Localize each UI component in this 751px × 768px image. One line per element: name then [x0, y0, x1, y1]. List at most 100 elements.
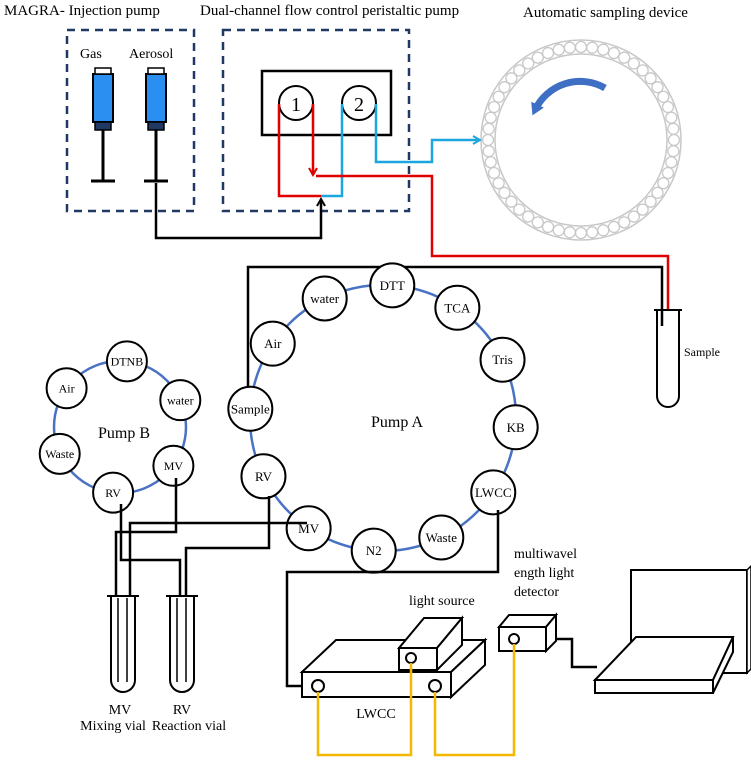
pump-a-port-kb: [492, 404, 539, 451]
sample-slot-icon: [541, 220, 555, 234]
pump-a-port-tca: [434, 284, 481, 331]
injection-pump-title: MAGRA- Injection pump: [4, 3, 160, 19]
detector-label-1: multiwavel: [514, 547, 577, 562]
pump-a-port-label-n2: N2: [366, 543, 382, 558]
pump-b-port-mv: [152, 444, 195, 487]
sample-slot-icon: [522, 210, 535, 223]
sample-slot-icon: [552, 43, 565, 56]
pump-b-port-waste: [38, 432, 81, 475]
sample-slot-icon: [644, 195, 657, 208]
pumpb-mv-tube: [114, 478, 178, 598]
gas-syringe: [91, 67, 115, 183]
channel-2: [341, 85, 377, 121]
sample-slot-icon: [487, 166, 501, 180]
pump-a-port-label-dtt: DTT: [380, 278, 405, 293]
light-source: [396, 615, 465, 673]
reaction-vial-long: Reaction vial: [152, 719, 226, 734]
reaction-vial-short: RV: [173, 703, 191, 718]
pump-a-port-label-kb: KB: [507, 420, 525, 435]
sample-slot-icon: [484, 156, 497, 169]
peristaltic-pump-title: Dual-channel flow control peristaltic pu…: [200, 3, 459, 19]
sample-slot-icon: [607, 220, 621, 234]
pump-a-port-label-mv: MV: [298, 521, 320, 536]
pump-b-port-rv: [92, 471, 135, 514]
pump-b-port-label-mv: MV: [164, 459, 184, 473]
pumpa-mv-tube: [128, 521, 307, 598]
sample-slot-icon: [657, 177, 670, 190]
pump-a-port-label-waste: Waste: [426, 530, 458, 545]
fiber-light-source: [316, 663, 413, 757]
red-tube-to-sample: [316, 174, 668, 326]
sample-slot-icon: [487, 100, 501, 114]
sample-slot-icon: [482, 145, 495, 158]
sample-slot-icon: [574, 40, 588, 54]
automatic-sampling-device: [480, 39, 682, 241]
sample-slot-icon: [661, 166, 675, 180]
pump-a-port-rv: [240, 453, 287, 500]
sample-slot-icon: [574, 226, 588, 240]
pump-a-port-label-lwcc: LWCC: [475, 485, 512, 500]
sample-slot-icon: [597, 43, 610, 56]
aerosol-tube: [154, 183, 321, 240]
pumpa-rv-tube: [184, 496, 271, 598]
pump-a-port-tris: [479, 336, 526, 383]
sample-slot-icon: [657, 90, 670, 103]
sample-slot-icon: [482, 122, 495, 135]
reaction-vial: [166, 595, 198, 693]
laptop-icon: [592, 564, 751, 694]
sample-slot-icon: [484, 111, 497, 124]
aerosol-syringe: [144, 67, 168, 183]
sample-slot-icon: [627, 210, 640, 223]
sample-slot-icon: [618, 216, 631, 229]
sample-slot-icon: [665, 111, 678, 124]
sample-slot-icon: [492, 177, 505, 190]
pump-a-port-mv: [285, 505, 332, 552]
mixing-vial: [107, 595, 139, 693]
sample-slot-icon: [661, 100, 675, 114]
pump-a-port-label-tca: TCA: [444, 300, 471, 315]
sample-slot-icon: [665, 156, 678, 169]
pump-b-port-air: [45, 367, 88, 410]
pump-a-label: Pump A: [371, 414, 423, 431]
sample-slot-icon: [492, 90, 505, 103]
pump-a-port-label-tris: Tris: [492, 352, 512, 367]
mixing-vial-short: MV: [109, 703, 132, 718]
detector-label-3: detector: [514, 585, 559, 600]
cyan-tube-to-sampler: [374, 104, 480, 164]
pump-a-port-sample: [227, 385, 274, 432]
channel-1: [278, 85, 314, 121]
gas-label: Gas: [80, 47, 102, 62]
sample-slot-icon: [481, 133, 495, 147]
fiber-detector: [433, 644, 516, 757]
cyan-tube-to-junction: [321, 104, 344, 198]
pump-a-port-label-water: water: [310, 291, 340, 306]
detector: [496, 612, 559, 654]
sample-slot-icon: [513, 64, 526, 77]
pump-b-port-label-dtnb: DTNB: [111, 355, 144, 369]
pump-b-port-label-water: water: [167, 393, 194, 407]
injection-pump-box: [65, 28, 196, 213]
sample-slot-icon: [651, 186, 664, 199]
sample-slot-icon: [531, 51, 544, 64]
pump-b-port-label-air: Air: [59, 381, 75, 395]
sample-slot-icon: [627, 57, 640, 70]
red-tube-loop: [277, 104, 321, 198]
sample-slot-icon: [636, 203, 649, 216]
sample-slot-icon: [563, 226, 576, 239]
rotation-arrow-icon: [531, 77, 607, 116]
sample-slot-icon: [618, 51, 631, 64]
sample-slot-icon: [651, 81, 664, 94]
sample-slot-icon: [498, 81, 511, 94]
pump-b-port-label-waste: Waste: [45, 447, 74, 461]
detector-cable: [556, 637, 597, 669]
sample-slot-icon: [636, 64, 649, 77]
lwcc-label: LWCC: [356, 707, 395, 722]
pump-a-port-label-air: Air: [264, 336, 282, 351]
mixing-vial-long: Mixing vial: [80, 719, 146, 734]
channel-1-label: 1: [291, 94, 301, 116]
sample-slot-icon: [607, 46, 621, 60]
pump-a-port-dtt: [369, 262, 416, 309]
lwcc-tube: [285, 510, 500, 688]
sample-slot-icon: [586, 41, 599, 54]
